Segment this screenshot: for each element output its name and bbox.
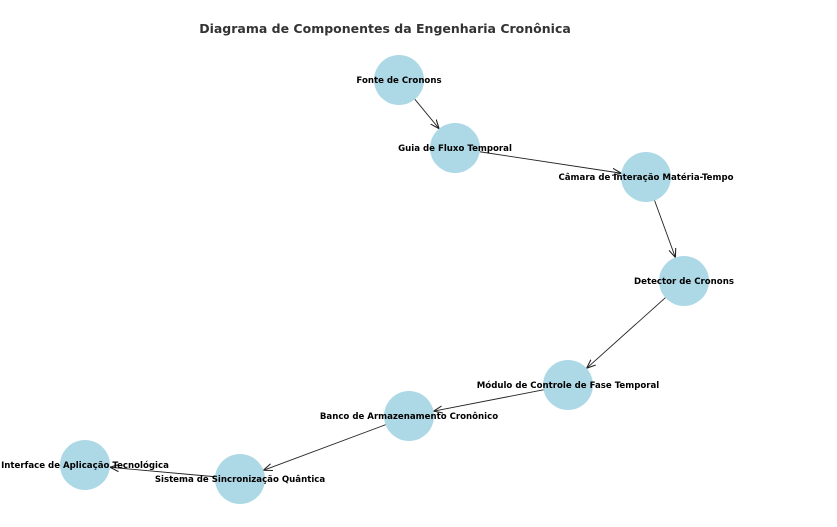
node-label-4: Detector de Cronons [634, 277, 734, 287]
node-circle-5 [543, 360, 593, 410]
node-label-2: Guia de Fluxo Temporal [398, 144, 512, 154]
edge-arrow-3 [654, 200, 676, 257]
nodes-layer [60, 55, 709, 504]
node-label-3: Câmara de Interação Matéria-Tempo [558, 172, 733, 183]
node-label-5: Módulo de Controle de Fase Temporal [477, 380, 660, 391]
edge-arrow-4 [587, 297, 666, 369]
edge-arrow-5 [434, 389, 544, 411]
edge-arrow-2 [479, 151, 622, 173]
node-circle-6 [384, 391, 434, 441]
edge-arrow-6 [263, 424, 386, 471]
node-label-8: Interface de Aplicação Tecnológica [1, 460, 169, 471]
node-label-1: Fonte de Cronons [356, 76, 441, 86]
diagram-title: Diagrama de Componentes da Engenharia Cr… [199, 21, 571, 36]
node-label-7: Sistema de Sincronização Quântica [155, 475, 326, 485]
node-label-6: Banco de Armazenamento Cronônico [320, 411, 498, 422]
node-circle-7 [215, 454, 265, 504]
edge-arrow-7 [110, 467, 216, 478]
node-circle-1 [374, 55, 424, 105]
edges-layer [110, 99, 676, 478]
node-circle-8 [60, 440, 110, 490]
node-circle-4 [659, 256, 709, 306]
edge-arrow-1 [414, 99, 439, 128]
node-circle-3 [621, 152, 671, 202]
node-circle-2 [430, 123, 480, 173]
